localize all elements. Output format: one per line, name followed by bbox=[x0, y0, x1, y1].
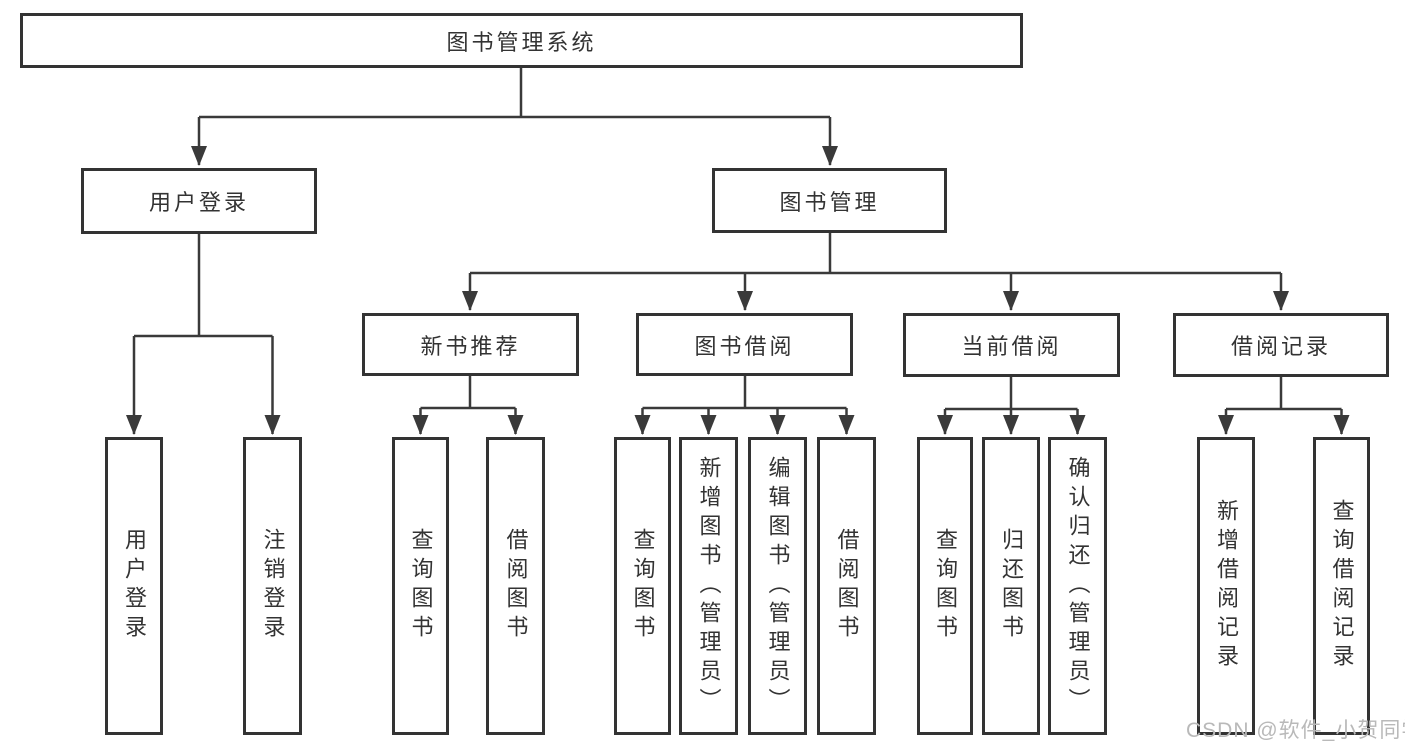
node-user-login: 用户登录 bbox=[81, 168, 317, 234]
leaf-add-borrow-record: 新增借阅记录 bbox=[1197, 437, 1255, 735]
leaf-query-books-recommend-label: 查询图书 bbox=[408, 528, 434, 644]
leaf-confirm-return-admin: 确认归还（管理员） bbox=[1048, 437, 1107, 735]
edge-bookborrow-split bbox=[642, 376, 847, 410]
leaf-confirm-return-admin-label: 确认归还（管理员） bbox=[1065, 455, 1091, 717]
leaf-query-books-current-label: 查询图书 bbox=[933, 528, 958, 644]
leaf-add-books-admin: 新增图书（管理员） bbox=[679, 437, 738, 735]
leaf-edit-books-admin: 编辑图书（管理员） bbox=[748, 437, 807, 735]
edge-borrowrecords-split bbox=[1226, 377, 1342, 411]
leaf-borrow-books-recommend-label: 借阅图书 bbox=[503, 528, 529, 644]
csdn-watermark: CSDN @软件_小贺同学 bbox=[1186, 719, 1405, 742]
node-book-management: 图书管理 bbox=[712, 168, 947, 233]
leaf-query-books-current: 查询图书 bbox=[917, 437, 973, 735]
node-new-book-recommend: 新书推荐 bbox=[362, 313, 579, 376]
leaf-query-books-borrow-label: 查询图书 bbox=[630, 528, 656, 644]
leaf-return-books: 归还图书 bbox=[982, 437, 1040, 735]
node-book-borrow: 图书借阅 bbox=[636, 313, 853, 376]
node-library-system: 图书管理系统 bbox=[20, 13, 1023, 68]
leaf-return-books-label: 归还图书 bbox=[999, 528, 1024, 644]
edge-currentborrow-split bbox=[945, 377, 1078, 411]
leaf-query-books-borrow: 查询图书 bbox=[614, 437, 671, 735]
leaf-query-borrow-record: 查询借阅记录 bbox=[1313, 437, 1370, 735]
leaf-logout-label: 注销登录 bbox=[260, 528, 286, 644]
leaf-borrow-books-label: 借阅图书 bbox=[834, 528, 860, 644]
leaf-query-borrow-record-label: 查询借阅记录 bbox=[1329, 499, 1355, 673]
node-borrow-records: 借阅记录 bbox=[1173, 313, 1389, 377]
node-current-borrow: 当前借阅 bbox=[903, 313, 1120, 377]
leaf-borrow-books-recommend: 借阅图书 bbox=[486, 437, 545, 735]
leaf-query-books-recommend: 查询图书 bbox=[392, 437, 449, 735]
edge-bookmgmt-split bbox=[470, 233, 1281, 275]
edge-newbooks-split bbox=[420, 376, 516, 410]
leaf-user-login-label: 用户登录 bbox=[122, 528, 147, 644]
leaf-add-books-admin-label: 新增图书（管理员） bbox=[696, 455, 722, 717]
leaf-logout: 注销登录 bbox=[243, 437, 302, 735]
leaf-add-borrow-record-label: 新增借阅记录 bbox=[1214, 499, 1239, 673]
leaf-edit-books-admin-label: 编辑图书（管理员） bbox=[765, 455, 791, 717]
leaf-borrow-books: 借阅图书 bbox=[817, 437, 876, 735]
edge-userlogin-split bbox=[134, 234, 273, 338]
leaf-user-login: 用户登录 bbox=[105, 437, 163, 735]
edge-root-split bbox=[199, 68, 830, 119]
